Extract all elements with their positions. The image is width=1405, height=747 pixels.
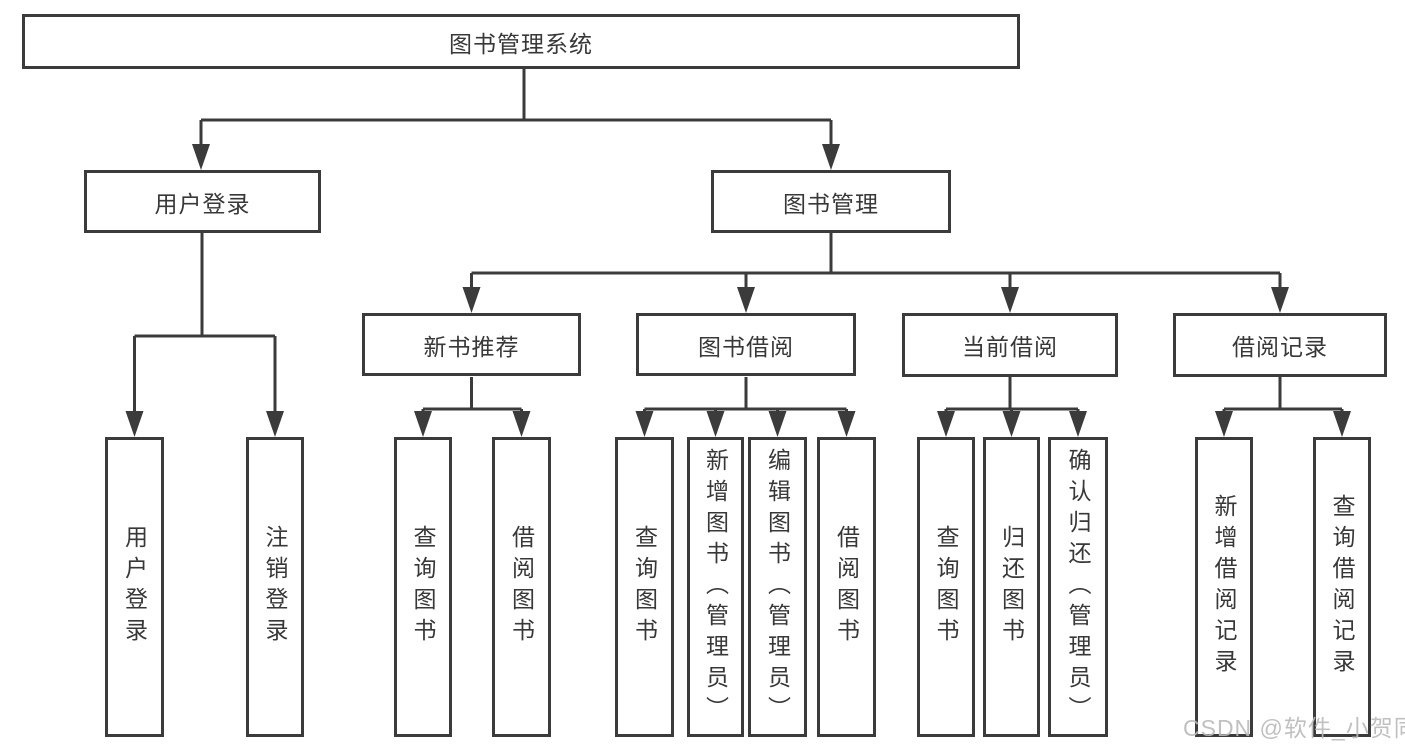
leaf-edit-book-admin-label: 编辑图书（管理员） <box>764 447 791 727</box>
leaf-borrow-books-recommend-label: 借阅图书 <box>508 525 535 649</box>
leaf-borrow-books-borrowing-label: 借阅图书 <box>833 525 860 649</box>
node-book-management: 图书管理 <box>711 170 951 233</box>
leaf-query-borrow-record: 查询借阅记录 <box>1313 437 1371 737</box>
leaf-borrow-books-recommend: 借阅图书 <box>492 437 551 737</box>
node-current-borrowing: 当前借阅 <box>902 313 1118 377</box>
node-user-login-label: 用户登录 <box>154 190 251 217</box>
node-borrowing-records: 借阅记录 <box>1173 313 1387 377</box>
leaf-query-borrow-record-label: 查询借阅记录 <box>1329 494 1355 680</box>
leaf-confirm-return-admin-label: 确认归还（管理员） <box>1065 447 1091 727</box>
leaf-query-books-current: 查询图书 <box>917 437 975 737</box>
leaf-logout: 注销登录 <box>246 437 304 737</box>
leaf-return-book: 归还图书 <box>983 437 1040 737</box>
node-borrowing-records-label: 借阅记录 <box>1232 334 1328 360</box>
leaf-user-login-label: 用户登录 <box>121 525 148 649</box>
leaf-logout-label: 注销登录 <box>262 525 288 649</box>
leaf-edit-book-admin: 编辑图书（管理员） <box>748 437 807 737</box>
leaf-add-borrow-record-label: 新增借阅记录 <box>1211 494 1237 680</box>
node-book-borrowing-label: 图书借阅 <box>698 333 794 360</box>
node-new-book-recommend: 新书推荐 <box>362 313 581 376</box>
leaf-user-login: 用户登录 <box>105 437 164 737</box>
leaf-confirm-return-admin: 确认归还（管理员） <box>1048 437 1108 737</box>
node-user-login: 用户登录 <box>84 170 321 233</box>
node-root-label: 图书管理系统 <box>449 30 593 57</box>
leaf-query-books-recommend: 查询图书 <box>394 437 452 737</box>
leaf-query-books-borrowing-label: 查询图书 <box>631 525 658 649</box>
node-new-book-recommend-label: 新书推荐 <box>423 333 520 360</box>
leaf-query-books-current-label: 查询图书 <box>933 525 959 649</box>
csdn-watermark: CSDN @软件_小贺同学 <box>1183 715 1405 741</box>
leaf-borrow-books-borrowing: 借阅图书 <box>817 437 876 737</box>
leaf-add-book-admin: 新增图书（管理员） <box>687 437 744 737</box>
node-book-management-label: 图书管理 <box>783 190 879 217</box>
leaf-add-book-admin-label: 新增图书（管理员） <box>702 447 729 727</box>
node-current-borrowing-label: 当前借阅 <box>962 334 1058 360</box>
leaf-return-book-label: 归还图书 <box>998 525 1025 649</box>
leaf-query-books-recommend-label: 查询图书 <box>410 525 436 649</box>
leaf-query-books-borrowing: 查询图书 <box>615 437 674 737</box>
leaf-add-borrow-record: 新增借阅记录 <box>1195 437 1253 737</box>
node-book-borrowing: 图书借阅 <box>636 313 856 376</box>
node-root: 图书管理系统 <box>22 14 1020 69</box>
